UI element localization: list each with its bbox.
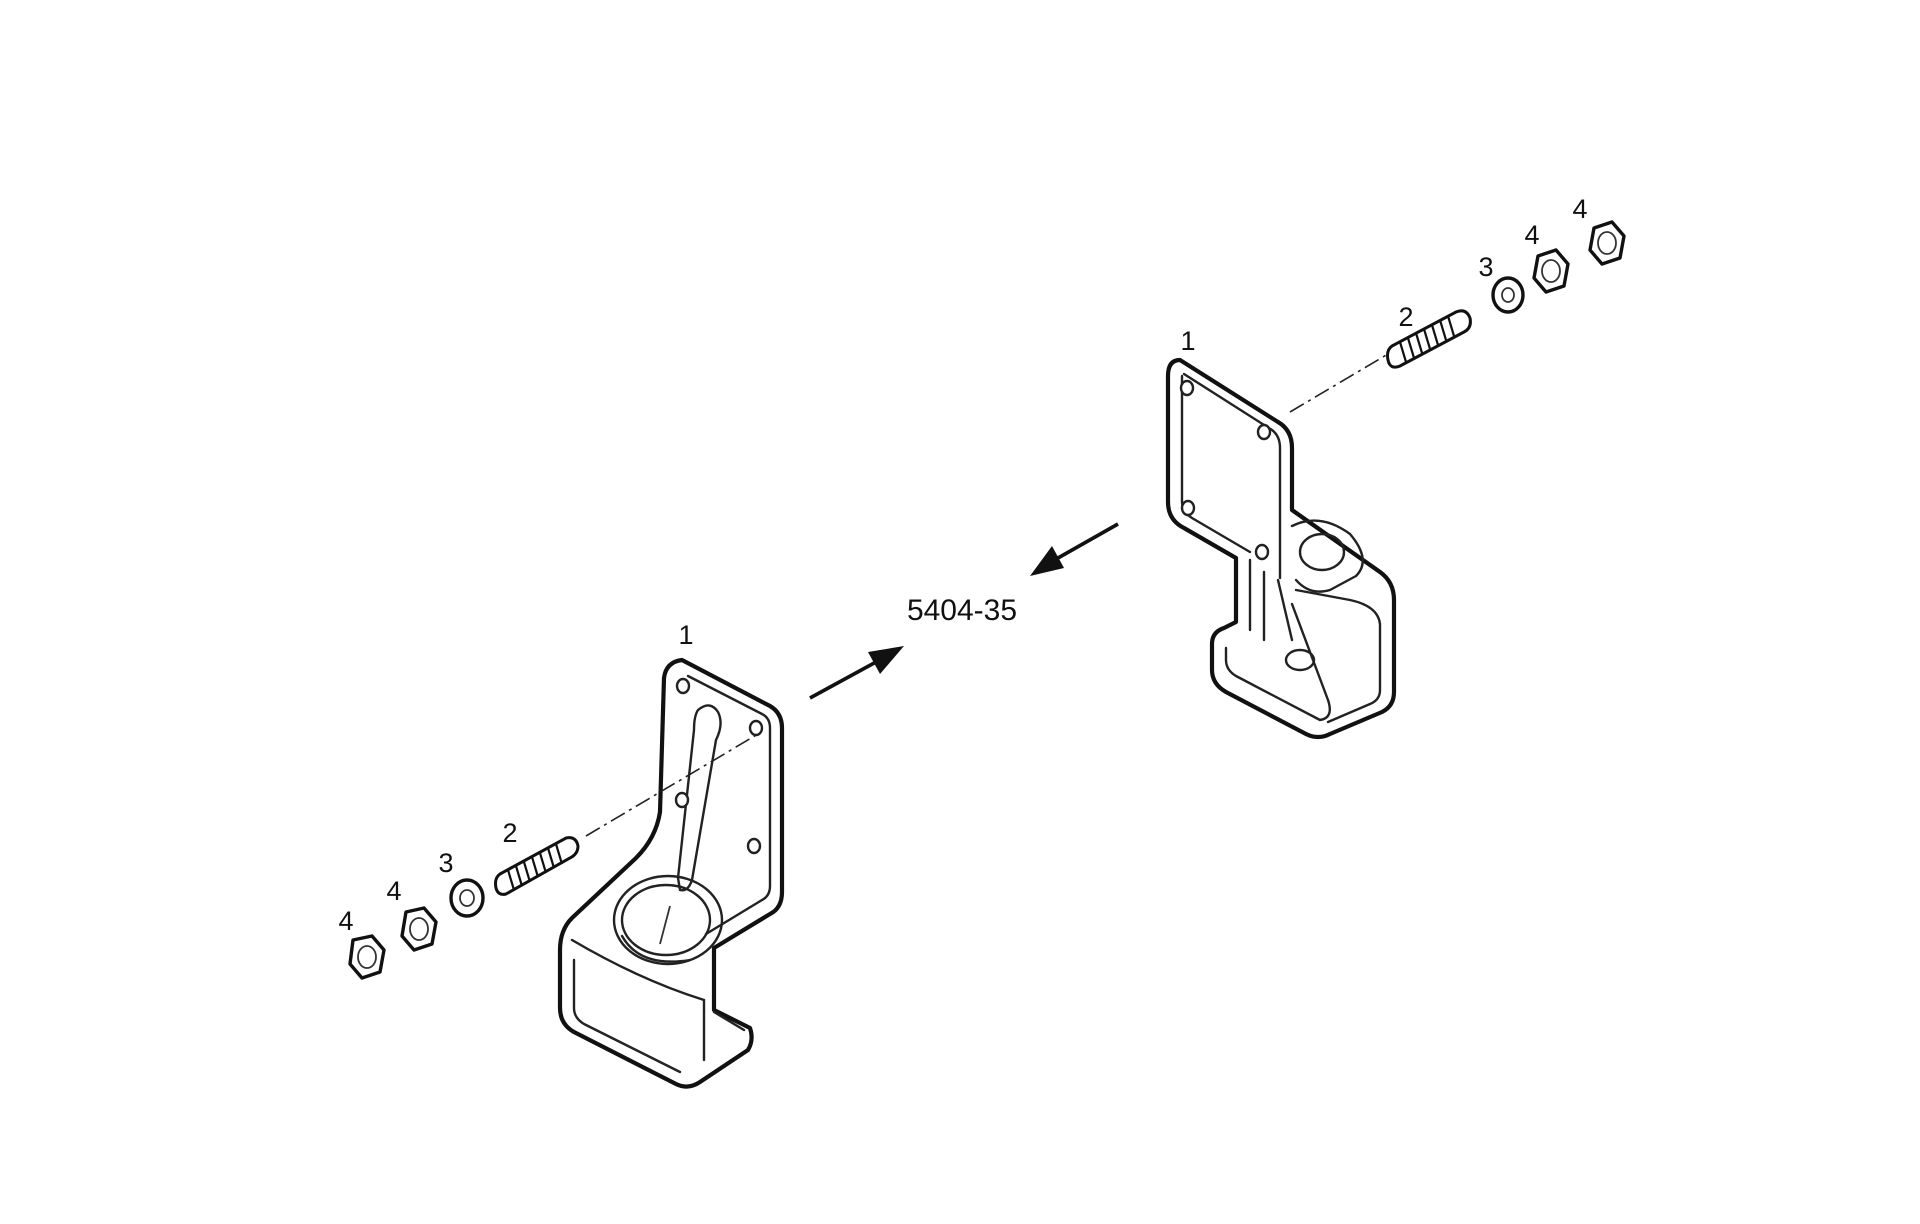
left-nut-2 bbox=[348, 934, 386, 980]
callout-nut-left-2: 4 bbox=[338, 906, 353, 936]
right-stud bbox=[1289, 309, 1472, 413]
callout-washer-left: 3 bbox=[438, 848, 453, 878]
callout-washer-right: 3 bbox=[1478, 252, 1493, 282]
left-stud bbox=[494, 733, 759, 896]
right-bracket bbox=[1165, 357, 1397, 740]
callout-bracket-right: 1 bbox=[1180, 326, 1195, 356]
right-nut-1 bbox=[1532, 248, 1570, 294]
right-nut-2 bbox=[1588, 220, 1626, 266]
callout-nut-right-2: 4 bbox=[1572, 194, 1587, 224]
right-washer bbox=[1491, 276, 1525, 314]
callout-stud-right: 2 bbox=[1398, 302, 1413, 332]
callout-nut-left-1: 4 bbox=[386, 876, 401, 906]
callout-nut-right-1: 4 bbox=[1524, 220, 1539, 250]
left-bracket bbox=[557, 657, 785, 1089]
arrow-left-to-reference bbox=[809, 646, 904, 700]
reference-code: 5404-35 bbox=[907, 594, 1017, 627]
callout-bracket-left: 1 bbox=[678, 620, 693, 650]
left-nut-1 bbox=[400, 906, 438, 952]
left-washer bbox=[449, 878, 485, 918]
callout-stud-left: 2 bbox=[502, 818, 517, 848]
arrow-right-to-reference bbox=[1030, 522, 1119, 576]
